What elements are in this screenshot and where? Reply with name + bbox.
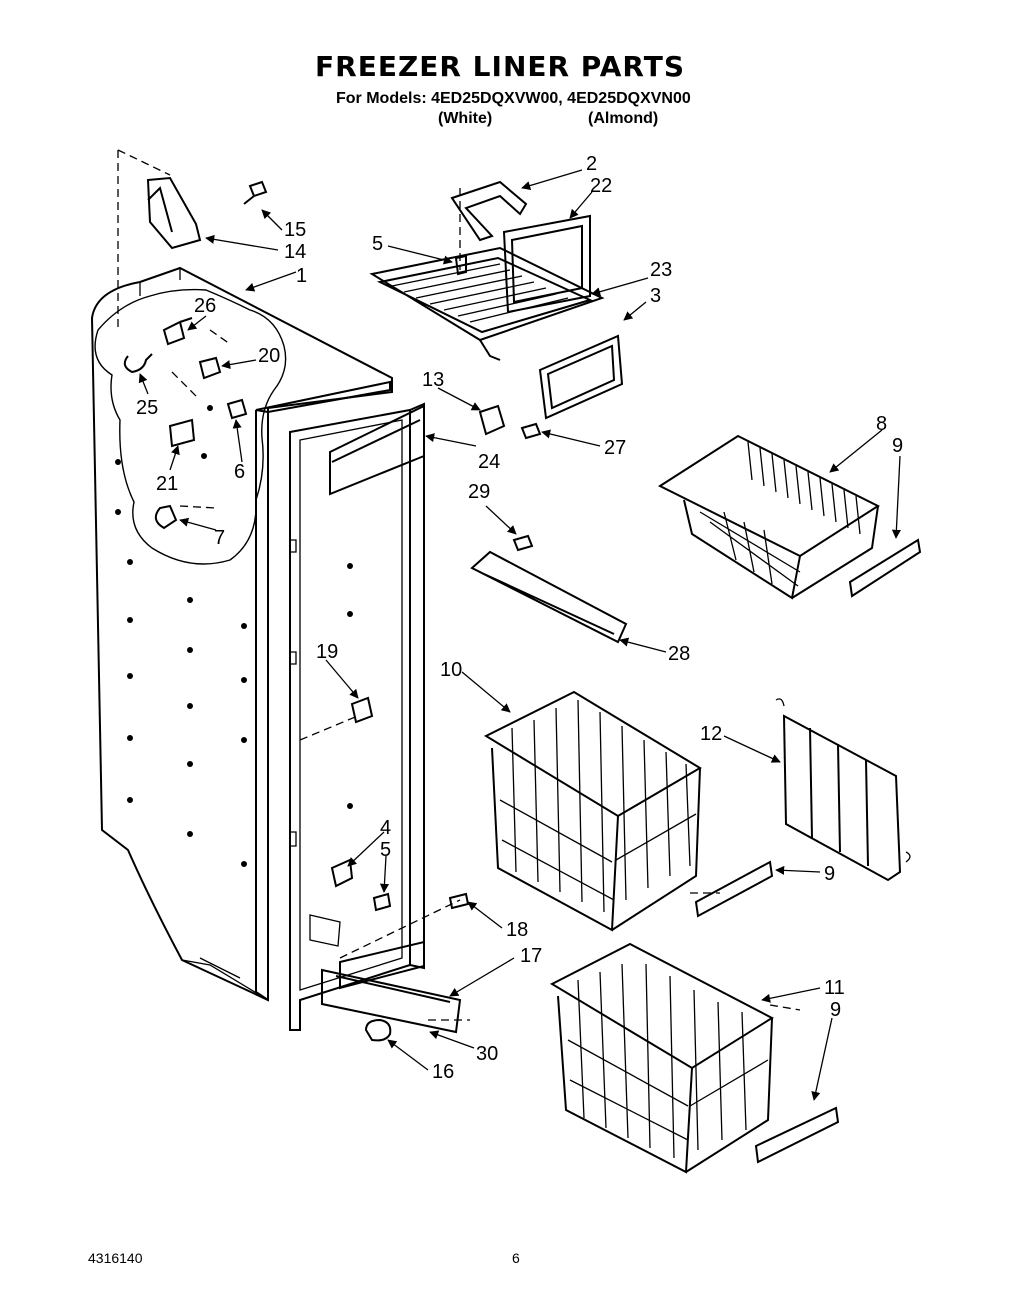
- callout-17: 17: [520, 945, 542, 967]
- models-line: For Models: 4ED25DQXVW00, 4ED25DQXVN00: [336, 90, 691, 107]
- part-8-basket: [657, 434, 881, 600]
- callout-23: 23: [650, 259, 672, 281]
- part-22-glass-panel: [502, 214, 591, 314]
- callout-19: 19: [316, 641, 338, 663]
- part-9-trim-middle: [694, 860, 774, 918]
- part-14-bracket: [146, 176, 202, 250]
- callout-16: 16: [432, 1061, 454, 1083]
- callout-7: 7: [214, 527, 225, 549]
- part-25-lamp: [123, 353, 153, 374]
- freezer-liner: [90, 266, 425, 1031]
- part-26-fitting: [162, 317, 193, 346]
- callout-14: 14: [284, 241, 306, 263]
- page-number: 6: [512, 1250, 520, 1266]
- part-27-screw: [520, 422, 542, 440]
- part-10-basket: [483, 690, 702, 932]
- callout-2: 2: [586, 153, 597, 175]
- part-13-part: [478, 404, 506, 436]
- callout-5: 5: [372, 233, 383, 255]
- callout-10: 10: [440, 659, 462, 681]
- part-29-screw: [512, 534, 534, 552]
- callout-1: 1: [296, 265, 307, 287]
- part-15-screw: [243, 180, 268, 205]
- part-5-screw: [454, 254, 467, 276]
- part-16-plug: [364, 1018, 392, 1042]
- part-21-switch: [168, 418, 196, 448]
- callout-18: 18: [506, 919, 528, 941]
- callout-6: 6: [234, 461, 245, 483]
- part-11-basket: [549, 942, 775, 1174]
- callout-22: 22: [590, 175, 612, 197]
- callout-8: 8: [876, 413, 887, 435]
- callout-9-middle: 9: [824, 863, 835, 885]
- part-4-bracket: [330, 858, 354, 888]
- callout-5-lower: 5: [380, 839, 391, 861]
- callout-13: 13: [422, 369, 444, 391]
- callout-27: 27: [604, 437, 626, 459]
- part-9-trim-upper: [848, 538, 922, 598]
- callout-25: 25: [136, 397, 158, 419]
- document-number: 4316140: [88, 1250, 143, 1266]
- page-title: FREEZER LINER PARTS: [315, 50, 685, 83]
- part-2-handle: [450, 180, 528, 242]
- callout-28: 28: [668, 643, 690, 665]
- callout-20: 20: [258, 345, 280, 367]
- callout-21: 21: [156, 473, 178, 495]
- part-7-socket: [154, 504, 178, 530]
- part-20-part: [198, 356, 222, 380]
- part-28-rail: [470, 550, 628, 644]
- part-6-clip: [226, 398, 248, 420]
- part-5-screw-lower: [372, 892, 392, 912]
- callout-4: 4: [380, 817, 391, 839]
- part-9-trim-lower: [754, 1106, 840, 1164]
- callout-24: 24: [478, 451, 500, 473]
- callout-29: 29: [468, 481, 490, 503]
- variant-almond: (Almond): [588, 110, 659, 127]
- callout-26: 26: [194, 295, 216, 317]
- callout-12: 12: [700, 723, 722, 745]
- part-3-panel: [538, 334, 624, 420]
- part-17-trim: [339, 940, 425, 990]
- part-24-divider: [329, 404, 425, 496]
- part-19-clip: [350, 696, 374, 724]
- callout-9-lower: 9: [830, 999, 841, 1021]
- callout-15: 15: [284, 219, 306, 241]
- variant-white: (White): [438, 110, 493, 127]
- callout-11: 11: [824, 977, 845, 999]
- callout-3: 3: [650, 285, 661, 307]
- callout-30: 30: [476, 1043, 498, 1065]
- callout-9-upper: 9: [892, 435, 903, 457]
- part-23-shelf: [369, 246, 605, 342]
- part-30-trim: [321, 968, 462, 1034]
- part-12-panel: [782, 714, 902, 882]
